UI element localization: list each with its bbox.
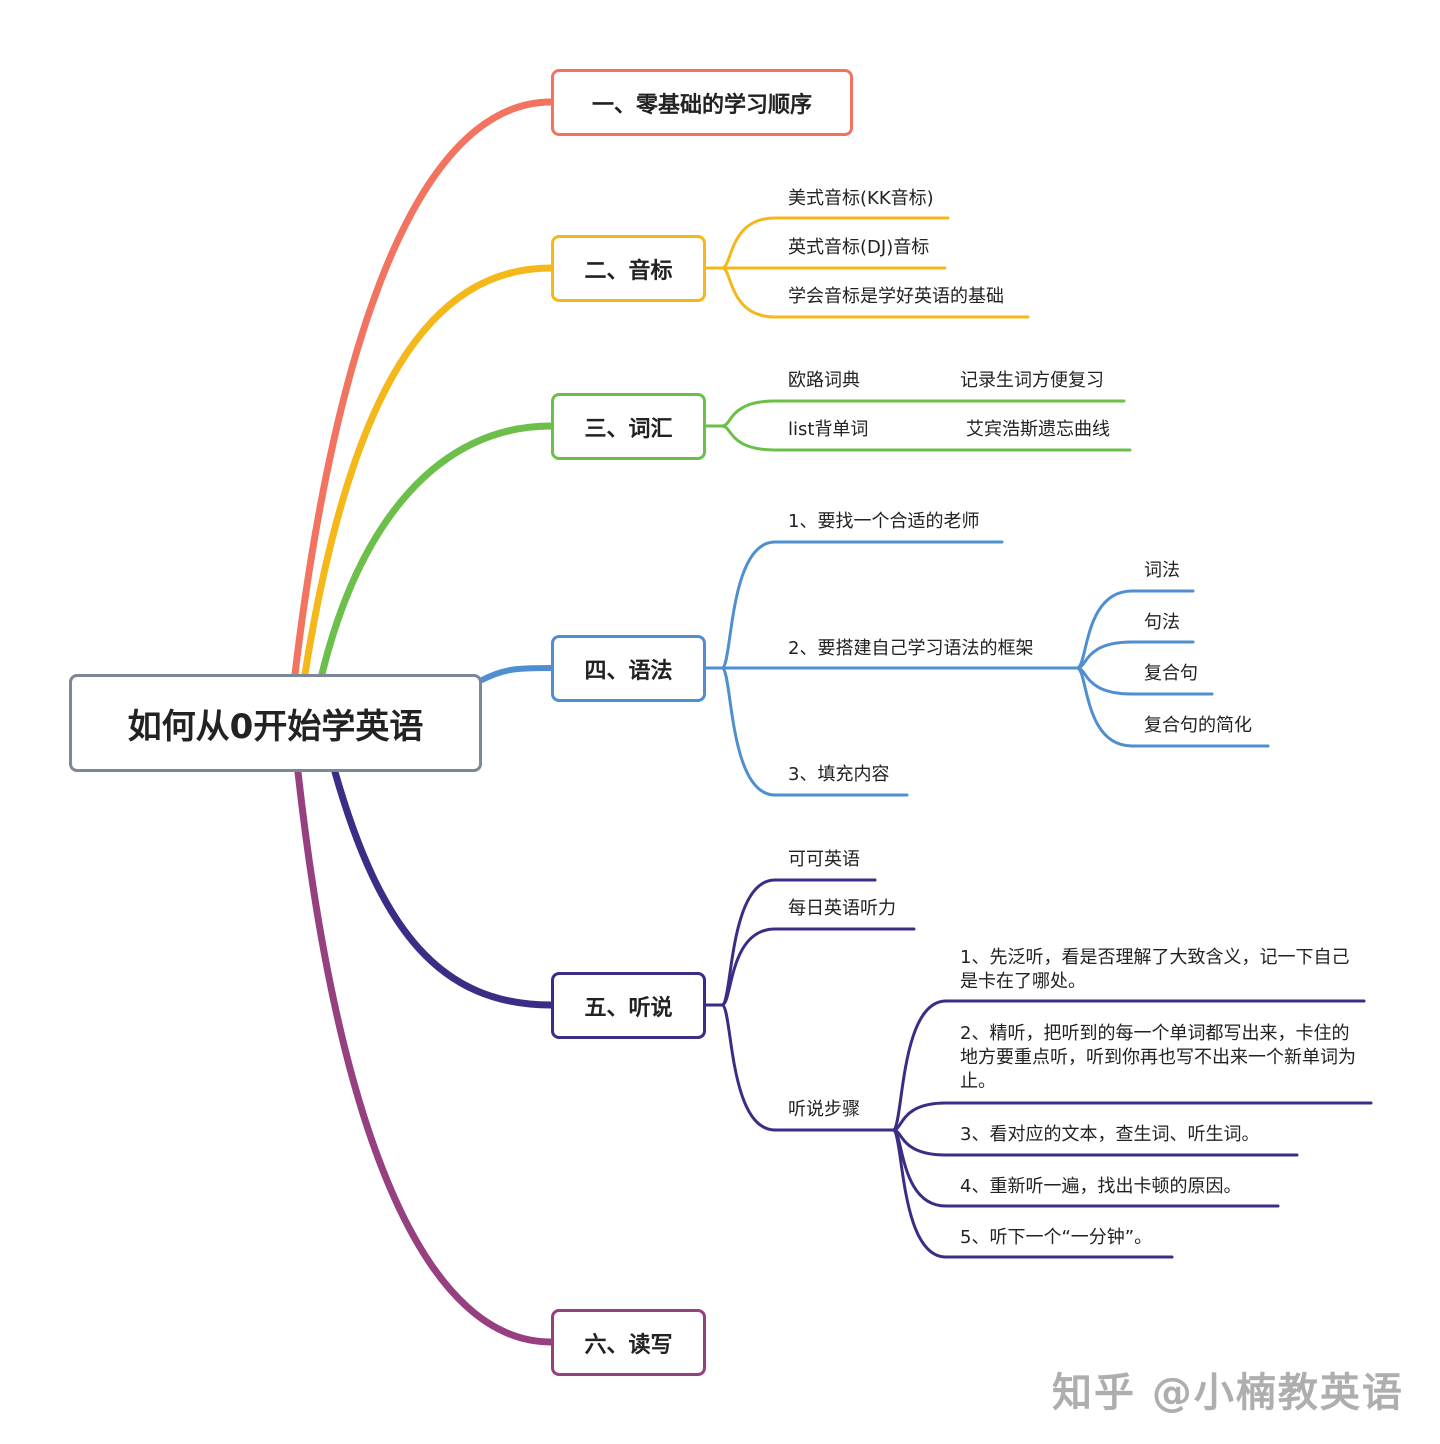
root-node[interactable]: 如何从0开始学英语 (69, 674, 482, 772)
branch-node-6[interactable]: 六、读写 (551, 1309, 706, 1376)
step-1[interactable]: 1、先泛听，看是否理解了大致含义，记一下自己是卡在了哪处。 (960, 947, 1350, 992)
leaf-syntax[interactable]: 句法 (1144, 612, 1180, 633)
step-4[interactable]: 4、重新听一遍，找出卡顿的原因。 (960, 1176, 1242, 1197)
b4-fan-1 (720, 540, 777, 670)
b5-step-fan-5 (891, 1128, 948, 1259)
branch-curve-1 (291, 98, 555, 678)
step-3[interactable]: 3、看对应的文本，查生词、听生词。 (960, 1124, 1260, 1145)
b5-fan-3 (720, 1003, 777, 1132)
b2-fan-3 (720, 266, 777, 319)
leaf-daily-listening[interactable]: 每日英语听力 (788, 898, 896, 919)
b4-sub-fan-4 (1075, 666, 1134, 748)
branch-curve-2 (301, 264, 555, 678)
leaf-phonetics-basis[interactable]: 学会音标是学好英语的基础 (788, 286, 1004, 307)
leaf-keke-english[interactable]: 可可英语 (788, 849, 860, 870)
branch-node-2[interactable]: 二、音标 (551, 235, 706, 302)
leaf-list-words[interactable]: list背单词 (788, 419, 869, 440)
b2-fan-1 (720, 216, 777, 270)
branch-node-1[interactable]: 一、零基础的学习顺序 (551, 69, 853, 136)
branch-curve-3 (318, 422, 555, 678)
leaf-ebbinghaus[interactable]: 艾宾浩斯遗忘曲线 (966, 419, 1110, 440)
branch-node-4[interactable]: 四、语法 (551, 635, 706, 702)
step-5[interactable]: 5、听下一个“一分钟”。 (960, 1227, 1153, 1248)
leaf-complex-simplify[interactable]: 复合句的简化 (1144, 715, 1252, 736)
step-2[interactable]: 2、精听，把听到的每一个单词都写出来，卡住的地方要重点听，听到你再也写不出来一个… (960, 1023, 1356, 1092)
b3-fan-1 (720, 399, 777, 428)
leaf-eudic-note[interactable]: 记录生词方便复习 (960, 370, 1104, 391)
branch-node-5[interactable]: 五、听说 (551, 972, 706, 1039)
b5-fan-2 (720, 927, 777, 1007)
leaf-fill-content[interactable]: 3、填充内容 (788, 764, 890, 785)
branch-node-3[interactable]: 三、词汇 (551, 393, 706, 460)
leaf-grammar-framework[interactable]: 2、要搭建自己学习语法的框架 (788, 638, 1034, 659)
leaf-eudic[interactable]: 欧路词典 (788, 370, 860, 391)
branch-curve-4 (479, 665, 554, 683)
leaf-complex-sentence[interactable]: 复合句 (1144, 663, 1198, 684)
b4-fan-3 (720, 666, 777, 797)
watermark: 知乎 @小楠教英语 (1052, 1370, 1404, 1416)
b4-sub-fan-1 (1075, 589, 1134, 670)
leaf-morphology[interactable]: 词法 (1144, 560, 1180, 581)
b5-step-fan-1 (891, 999, 948, 1132)
leaf-listening-steps[interactable]: 听说步骤 (788, 1099, 860, 1120)
branch-curve-6 (294, 768, 555, 1346)
branch-curve-5 (331, 768, 555, 1009)
leaf-find-teacher[interactable]: 1、要找一个合适的老师 (788, 511, 980, 532)
leaf-kk-phonetics[interactable]: 美式音标(KK音标) (788, 188, 934, 209)
b3-fan-2 (720, 424, 777, 452)
leaf-dj-phonetics[interactable]: 英式音标(DJ)音标 (788, 237, 930, 258)
